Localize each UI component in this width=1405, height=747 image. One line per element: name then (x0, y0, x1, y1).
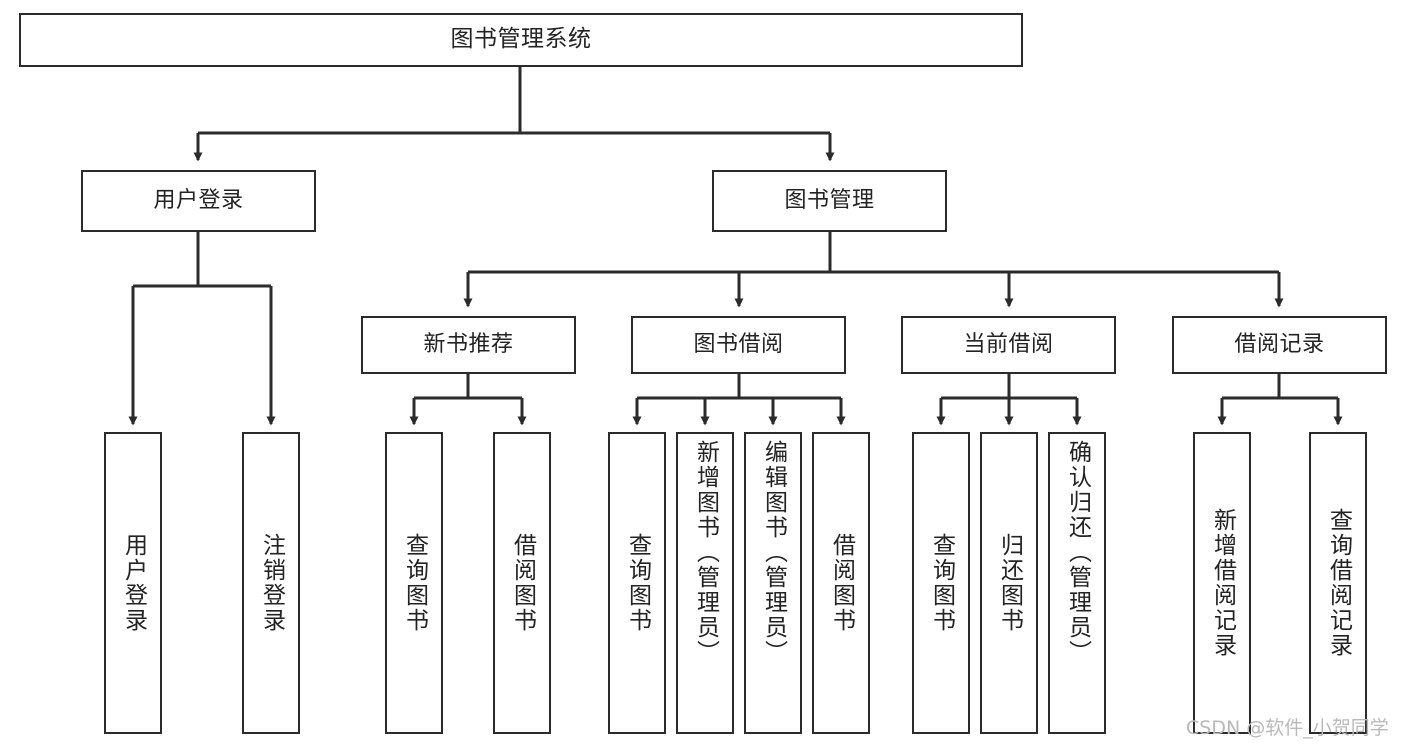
node-label: 查询图书 (624, 533, 651, 633)
leaf-query-book-recommend[interactable]: 查询图书 (385, 432, 443, 734)
node-label: 归还图书 (996, 533, 1023, 633)
leaf-borrow-book[interactable]: 借阅图书 (812, 432, 870, 734)
node-user-login[interactable]: 用户登录 (81, 170, 316, 232)
node-label: 借阅图书 (828, 533, 855, 633)
node-label: 新书推荐 (423, 332, 514, 358)
leaf-confirm-return-admin[interactable]: 确认归还（管理员） (1048, 432, 1106, 734)
node-root-book-management-system[interactable]: 图书管理系统 (19, 13, 1023, 67)
node-label: 图书管理 (784, 188, 875, 214)
node-label: 查询借阅记录 (1325, 508, 1352, 658)
node-label: 查询图书 (928, 533, 955, 633)
node-label: 用户登录 (153, 188, 244, 214)
watermark: CSDN @软件_小贺同学 (1186, 717, 1389, 739)
leaf-edit-book-admin[interactable]: 编辑图书（管理员） (744, 432, 802, 734)
node-label: 编辑图书（管理员） (760, 440, 787, 665)
node-label: 新增图书（管理员） (692, 440, 719, 665)
node-book-management[interactable]: 图书管理 (712, 170, 947, 232)
node-label: 确认归还（管理员） (1064, 440, 1091, 665)
leaf-add-book-admin[interactable]: 新增图书（管理员） (676, 432, 734, 734)
node-label: 注销登录 (258, 533, 285, 633)
leaf-borrow-book-recommend[interactable]: 借阅图书 (493, 432, 551, 734)
node-label: 当前借阅 (963, 332, 1054, 358)
leaf-user-login[interactable]: 用户登录 (104, 432, 162, 734)
node-label: 借阅记录 (1234, 332, 1325, 358)
node-label: 查询图书 (401, 533, 428, 633)
node-label: 图书借阅 (693, 332, 784, 358)
node-current-borrow[interactable]: 当前借阅 (901, 316, 1116, 374)
leaf-query-book-current[interactable]: 查询图书 (912, 432, 970, 734)
leaf-user-logout[interactable]: 注销登录 (242, 432, 300, 734)
node-label: 图书管理系统 (450, 26, 592, 53)
leaf-query-book-borrow[interactable]: 查询图书 (608, 432, 666, 734)
node-label: 新增借阅记录 (1209, 508, 1236, 658)
node-book-borrow[interactable]: 图书借阅 (631, 316, 846, 374)
node-label: 借阅图书 (509, 533, 536, 633)
node-new-book-recommend[interactable]: 新书推荐 (361, 316, 576, 374)
leaf-return-book[interactable]: 归还图书 (980, 432, 1038, 734)
node-label: 用户登录 (120, 533, 147, 633)
leaf-add-borrow-record[interactable]: 新增借阅记录 (1193, 432, 1251, 734)
node-borrow-record[interactable]: 借阅记录 (1172, 316, 1387, 374)
leaf-query-borrow-record[interactable]: 查询借阅记录 (1309, 432, 1367, 734)
